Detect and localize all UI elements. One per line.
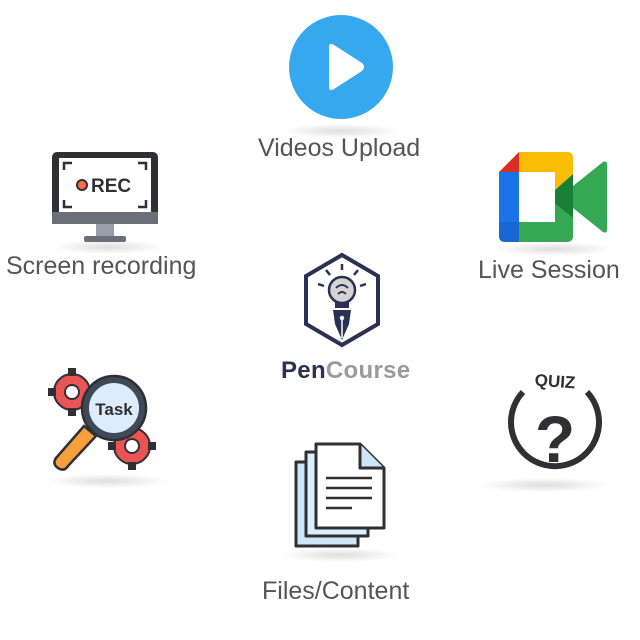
- play-icon: [289, 15, 393, 119]
- pencourse-logo-icon: [304, 252, 380, 348]
- files-content-shadow: [282, 548, 398, 562]
- videos-upload-label: Videos Upload: [258, 134, 421, 162]
- live-session-label: Live Session: [478, 256, 620, 284]
- brand-pen: Pen: [281, 357, 326, 384]
- pencourse-brand: PenCourse: [281, 357, 410, 385]
- task-text: Task: [95, 400, 133, 419]
- monitor-rec-icon: REC: [52, 152, 158, 242]
- quiz-shadow: [478, 478, 610, 492]
- files-content-label: Files/Content: [262, 577, 410, 605]
- question-mark-glyph: ?: [535, 402, 575, 476]
- live-session-shadow: [494, 242, 614, 256]
- brand-course: Course: [325, 357, 411, 384]
- documents-icon: [294, 442, 386, 548]
- google-meet-icon: [499, 152, 607, 242]
- rec-badge: REC: [91, 176, 131, 197]
- task-magnifier-icon: Task: [48, 368, 156, 471]
- quiz-text: QUIZ: [534, 371, 576, 393]
- screen-recording-label: Screen recording: [6, 252, 197, 280]
- videos-upload-shadow: [282, 124, 400, 138]
- screen-recording-shadow: [52, 240, 164, 254]
- task-shadow: [46, 474, 168, 488]
- quiz-question-icon: QUIZ ?: [508, 371, 602, 476]
